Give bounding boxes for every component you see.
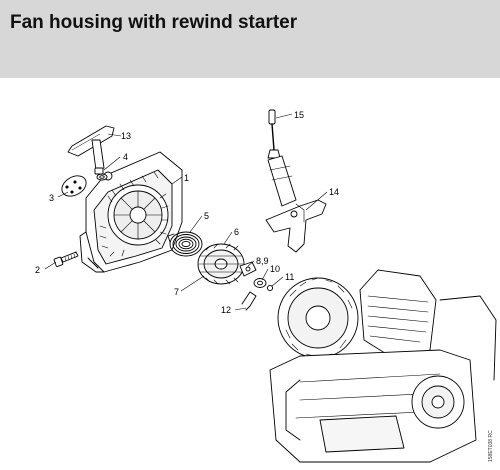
title-bar: Fan housing with rewind starter (0, 0, 500, 78)
exploded-parts-diagram: 1 2 3 4 5 6 7 8,9 10 11 12 13 14 15 158E… (35, 109, 497, 463)
callout-7: 7 (174, 287, 179, 297)
callout-13: 13 (121, 131, 131, 141)
callout-3: 3 (49, 193, 54, 203)
cover-plate (61, 175, 87, 197)
callout-2: 2 (35, 265, 40, 275)
leader-lines (44, 113, 328, 311)
pawl (239, 261, 257, 277)
grommet (96, 173, 108, 181)
rope-rotor (197, 243, 245, 285)
spring-clip (241, 284, 274, 311)
callout-labels: 1 2 3 4 5 6 7 8,9 10 11 12 13 14 15 (35, 110, 339, 315)
reference-code: 158ET038 RC (488, 430, 494, 462)
callout-5: 5 (204, 211, 209, 221)
callout-6: 6 (234, 227, 239, 237)
callout-1: 1 (184, 173, 189, 183)
callout-8-9: 8,9 (256, 256, 269, 266)
page-title: Fan housing with rewind starter (10, 12, 298, 33)
handle-assembly (265, 155, 327, 253)
callout-4: 4 (123, 152, 128, 162)
callout-14: 14 (329, 187, 339, 197)
fan-housing (79, 151, 183, 273)
callout-15: 15 (294, 110, 304, 120)
callout-12: 12 (221, 305, 231, 315)
rope (267, 109, 281, 159)
callout-11: 11 (285, 272, 294, 282)
engine-block (269, 269, 497, 463)
washer (253, 278, 267, 288)
starter-grip (67, 125, 115, 175)
screw (53, 251, 79, 267)
callout-10: 10 (270, 264, 280, 274)
rewind-spring (167, 231, 203, 257)
